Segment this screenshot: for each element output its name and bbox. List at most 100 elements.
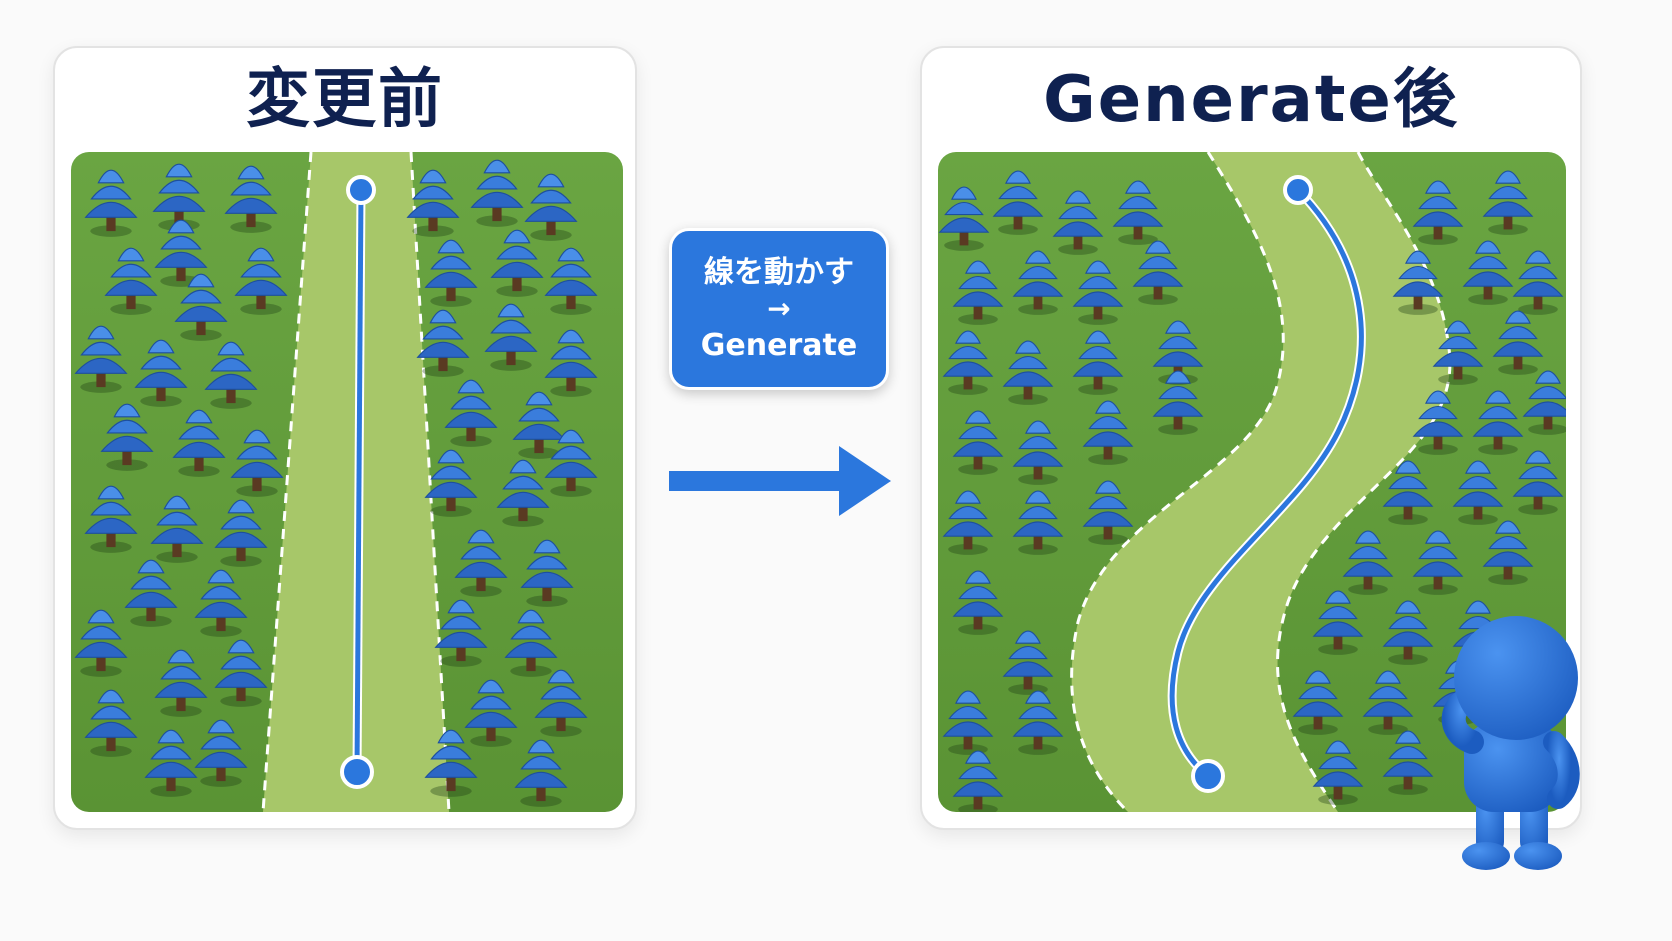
pine-tree-icon xyxy=(1012,420,1064,485)
pine-tree-icon xyxy=(544,429,598,497)
curve-end-handle[interactable] xyxy=(1191,759,1225,793)
pine-tree-icon xyxy=(1012,690,1064,755)
pine-tree-icon xyxy=(1082,400,1134,465)
pine-tree-icon xyxy=(1362,670,1414,735)
pine-tree-icon xyxy=(992,170,1044,235)
pine-tree-icon xyxy=(1382,730,1434,795)
pine-tree-icon xyxy=(464,679,518,747)
pine-tree-icon xyxy=(514,739,568,807)
before-scene xyxy=(71,152,623,812)
pine-tree-icon xyxy=(134,339,188,407)
curved-path xyxy=(1071,152,1450,812)
pine-tree-icon xyxy=(942,330,994,395)
pine-tree-icon xyxy=(1312,590,1364,655)
curve-start-handle[interactable] xyxy=(1283,175,1313,205)
pine-tree-icon xyxy=(416,309,470,377)
pine-tree-icon xyxy=(504,609,558,677)
pine-tree-icon xyxy=(144,729,198,797)
before-map xyxy=(71,152,623,812)
pine-tree-icon xyxy=(434,599,488,667)
pine-tree-icon xyxy=(214,499,268,567)
pine-tree-icon xyxy=(124,559,178,627)
pine-tree-icon xyxy=(1382,460,1434,525)
right-arrow-icon xyxy=(669,446,891,516)
before-card: 変更前 xyxy=(53,46,637,830)
pine-tree-icon xyxy=(1482,170,1534,235)
control-line xyxy=(354,189,364,773)
pine-tree-icon xyxy=(154,649,208,717)
pine-tree-icon xyxy=(952,570,1004,635)
pine-tree-icon xyxy=(1292,670,1344,735)
pine-tree-icon xyxy=(1342,530,1394,595)
pine-tree-icon xyxy=(150,495,204,563)
pine-tree-icon xyxy=(84,485,138,553)
after-card: Generate後 xyxy=(920,46,1582,830)
pine-tree-icon xyxy=(84,169,138,237)
pine-tree-icon xyxy=(74,325,128,393)
pine-tree-icon xyxy=(1132,240,1184,305)
pine-tree-icon xyxy=(1112,180,1164,245)
pine-tree-icon xyxy=(1382,600,1434,665)
pine-tree-icon xyxy=(1392,250,1444,315)
after-scene xyxy=(938,152,1566,812)
action-label: 線を動かす → Generate xyxy=(669,228,889,390)
pine-tree-icon xyxy=(406,169,460,237)
pine-tree-icon xyxy=(938,186,990,251)
path-edge-right xyxy=(409,152,451,812)
pine-tree-icon xyxy=(1052,190,1104,255)
pine-tree-icon xyxy=(952,410,1004,475)
pine-tree-icon xyxy=(424,449,478,517)
pine-tree-icon xyxy=(470,159,524,227)
pine-tree-icon xyxy=(1472,390,1524,455)
pine-tree-icon xyxy=(194,719,248,787)
pine-tree-icon xyxy=(1002,340,1054,405)
pine-tree-icon xyxy=(942,490,994,555)
path-edge-left xyxy=(261,152,313,812)
after-map xyxy=(938,152,1566,812)
pine-tree-icon xyxy=(520,539,574,607)
pine-tree-icon xyxy=(1312,740,1364,805)
pine-tree-icon xyxy=(424,239,478,307)
pine-tree-icon xyxy=(174,273,228,341)
pine-tree-icon xyxy=(1082,480,1134,545)
path-edge-left xyxy=(1070,152,1285,812)
pine-tree-icon xyxy=(194,569,248,637)
pine-tree-icon xyxy=(1512,250,1564,315)
pine-tree-icon xyxy=(1152,370,1204,435)
pine-tree-icon xyxy=(424,729,478,797)
pine-tree-icon xyxy=(512,391,566,459)
line-start-handle[interactable] xyxy=(346,175,376,205)
pine-tree-icon xyxy=(214,639,268,707)
action-label-line1: 線を動かす xyxy=(704,255,854,291)
pine-tree-icon xyxy=(1072,330,1124,395)
after-title: Generate後 xyxy=(1043,63,1459,137)
pine-tree-icon xyxy=(496,459,550,527)
pine-tree-icon xyxy=(490,229,544,297)
pine-tree-icon xyxy=(1412,390,1464,455)
path-edge-right xyxy=(1276,152,1452,812)
pine-tree-icon xyxy=(534,669,588,737)
pine-tree-icon xyxy=(544,329,598,397)
pine-tree-icon xyxy=(1482,520,1534,585)
pine-tree-icon xyxy=(444,379,498,447)
pine-tree-icon xyxy=(1462,240,1514,305)
pine-tree-icon xyxy=(230,429,284,497)
pine-tree-icon xyxy=(1412,180,1464,245)
pine-tree-icon xyxy=(952,750,1004,812)
pine-tree-icon xyxy=(84,689,138,757)
pine-tree-icon xyxy=(1492,310,1544,375)
pine-tree-icon xyxy=(1072,260,1124,325)
pine-tree-icon xyxy=(1012,490,1064,555)
pine-tree-icon xyxy=(154,219,208,287)
pine-tree-icon xyxy=(1512,450,1564,515)
control-curve xyxy=(1169,188,1364,778)
before-title: 変更前 xyxy=(246,63,444,137)
pine-tree-icon xyxy=(454,529,508,597)
pine-tree-icon xyxy=(952,260,1004,325)
pine-tree-icon xyxy=(1012,250,1064,315)
pine-tree-icon xyxy=(484,303,538,371)
line-end-handle[interactable] xyxy=(340,755,374,789)
pine-tree-icon xyxy=(74,609,128,677)
action-label-line2: Generate xyxy=(700,327,858,363)
